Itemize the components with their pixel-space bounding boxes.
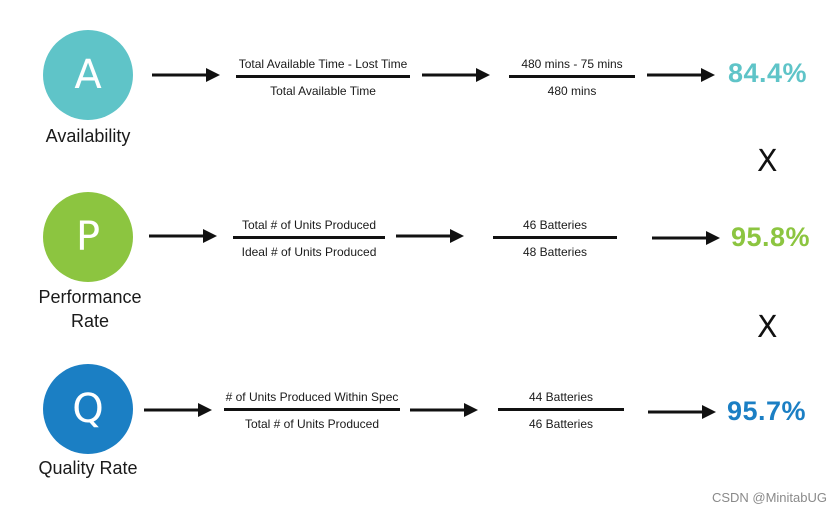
availability-result: 84.4% — [728, 58, 808, 88]
arrow-right-icon — [149, 229, 217, 243]
availability-letter: A — [74, 52, 102, 98]
fraction-bar — [236, 75, 410, 78]
performance-result: 95.8% — [731, 222, 811, 252]
performance-label: Performance Rate — [18, 285, 162, 333]
performance-values: 46 Batteries 48 Batteries — [493, 218, 617, 259]
fraction-bar — [493, 236, 617, 239]
performance-label-line2: Rate — [70, 311, 110, 331]
fraction-bar — [498, 408, 624, 411]
formula-denominator: Total # of Units Produced — [244, 417, 380, 431]
arrow-right-icon — [652, 231, 720, 245]
fraction-bar — [233, 236, 385, 239]
availability-circle: A — [43, 30, 133, 120]
fraction-bar — [509, 75, 635, 78]
quality-values: 44 Batteries 46 Batteries — [498, 390, 624, 431]
performance-label-line1: Performance — [38, 287, 142, 307]
quality-label: Quality Rate — [38, 458, 138, 478]
formula-numerator: Total Available Time - Lost Time — [238, 57, 408, 71]
availability-formula: Total Available Time - Lost Time Total A… — [236, 57, 410, 98]
formula-numerator: Total # of Units Produced — [241, 218, 377, 232]
quality-formula: # of Units Produced Within Spec Total # … — [224, 390, 400, 431]
quality-circle: Q — [43, 364, 133, 454]
quality-letter: Q — [72, 386, 104, 432]
fraction-bar — [224, 408, 400, 411]
watermark: CSDN @MinitabUG — [711, 490, 827, 505]
formula-denominator: Ideal # of Units Produced — [241, 245, 377, 259]
performance-circle: P — [43, 192, 133, 282]
availability-values: 480 mins - 75 mins 480 mins — [509, 57, 635, 98]
performance-letter: P — [75, 214, 101, 260]
arrow-right-icon — [422, 68, 490, 82]
availability-label: Availability — [45, 126, 131, 146]
values-numerator: 46 Batteries — [522, 218, 588, 232]
performance-formula: Total # of Units Produced Ideal # of Uni… — [233, 218, 385, 259]
values-numerator: 44 Batteries — [528, 390, 594, 404]
arrow-right-icon — [152, 68, 220, 82]
arrow-right-icon — [648, 405, 716, 419]
values-denominator: 46 Batteries — [528, 417, 594, 431]
values-denominator: 480 mins — [547, 84, 597, 98]
values-denominator: 48 Batteries — [522, 245, 588, 259]
arrow-right-icon — [396, 229, 464, 243]
multiply-operator: X — [757, 144, 778, 179]
arrow-right-icon — [144, 403, 212, 417]
multiply-operator: X — [757, 310, 778, 345]
values-numerator: 480 mins - 75 mins — [521, 57, 623, 71]
formula-numerator: # of Units Produced Within Spec — [225, 390, 399, 404]
arrow-right-icon — [647, 68, 715, 82]
formula-denominator: Total Available Time — [270, 84, 376, 98]
quality-result: 95.7% — [727, 396, 807, 426]
arrow-right-icon — [410, 403, 478, 417]
